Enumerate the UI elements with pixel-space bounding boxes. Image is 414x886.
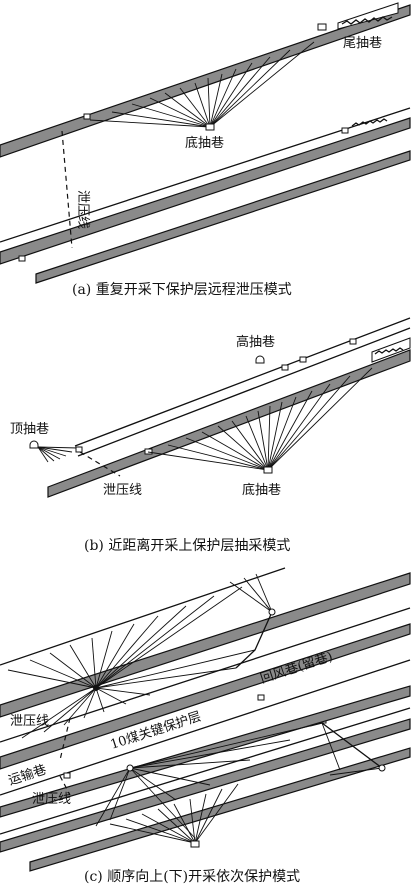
roadway-box-b2 [299,356,307,363]
seam-a-top [0,4,411,158]
relief-line-c-upper [59,717,71,761]
caption-c: (c) 顺序向上(下)开采依次保护模式 [84,869,300,885]
caption-a: (a) 重复开采下保护层远程泄压模式 [72,281,292,298]
fan-rays-c1 [229,573,273,613]
line-b-top2 [77,327,411,457]
arc-c3 [321,722,383,769]
high-roadway-b [255,355,265,364]
roadway-box-b5 [75,446,83,453]
gob-rubble-b-texture [374,347,404,355]
panel-c: 回风巷(留巷) 10煤关键保护层 泄压线 运输巷 泄压线 (c) 顺序向上(下)… [0,567,411,885]
line-c-top [0,567,286,666]
seam-a-bottom [35,150,411,284]
bottom-roadway-b [263,466,273,474]
line-c-4 [0,707,411,835]
roadway-box-a2 [341,127,349,134]
roadway-box-b4 [144,448,153,455]
roadway-box-a1 [83,113,91,120]
bottom-roadway-c [190,840,200,848]
ray-c3-extra [321,722,341,771]
seam-c-5 [29,747,411,872]
caption-b: (b) 近距离开采上保护层抽采模式 [84,537,290,554]
label-relief-line-c-lower: 泄压线 [32,792,71,807]
label-bottom-roadway-a: 底抽巷 [185,135,224,151]
relief-line-c-lower [59,775,71,796]
bottom-roadway-a [205,123,215,131]
link-c3 [309,722,323,727]
relief-line-a [61,130,73,249]
label-high-roadway: 高抽巷 [236,334,275,350]
roadway-circle-c3 [126,764,134,772]
seam-c-4 [0,718,411,853]
panel-b: 高抽巷 顶抽巷 泄压线 底抽巷 (b) 近距离开采上保护层抽采模式 [10,317,411,554]
tail-roadway-a [317,23,327,31]
fan-rays-b-left [37,446,79,463]
fan-rays-a [89,41,315,128]
seam-a-lower [0,117,411,265]
fan-rays-c3 [95,725,311,839]
relief-line-b [79,451,121,477]
gob-rubble-a-texture [341,16,393,25]
label-relief-line-c-upper: 泄压线 [10,714,49,729]
label-relief-line-a: 泄压线 [75,190,90,229]
label-haulage-roadway: 运输巷 [6,762,48,789]
roadway-circle-c4 [378,764,386,772]
panel-a: 尾抽巷 底抽巷 泄压线 (a) 重复开采下保护层远程泄压模式 [0,2,411,298]
roadway-circle-c2 [93,685,99,691]
fan-rays-b [147,367,373,471]
label-bottom-roadway-b: 底抽巷 [242,482,281,498]
top-roadway-b [29,440,39,449]
seam-b-main [47,349,411,498]
roadway-box-c1 [257,694,265,701]
seam-c-key [0,623,411,770]
label-relief-line-b: 泄压线 [103,483,142,498]
label-tail-roadway: 尾抽巷 [343,36,382,51]
ray-c3-extra2 [329,767,383,776]
roadway-box-a3 [18,255,26,262]
roadway-box-c2 [63,772,71,779]
roadway-circle-c1 [268,608,276,616]
label-return-roadway: 回风巷(留巷) [259,649,335,686]
roadway-box-b3 [349,338,357,345]
rubble-a-lower [351,118,388,127]
line-c-2 [0,607,411,743]
label-top-roadway: 顶抽巷 [10,422,49,437]
fan-rays-c4 [109,783,239,844]
roadway-box-b1 [281,364,289,371]
seam-c-3 [0,685,411,818]
